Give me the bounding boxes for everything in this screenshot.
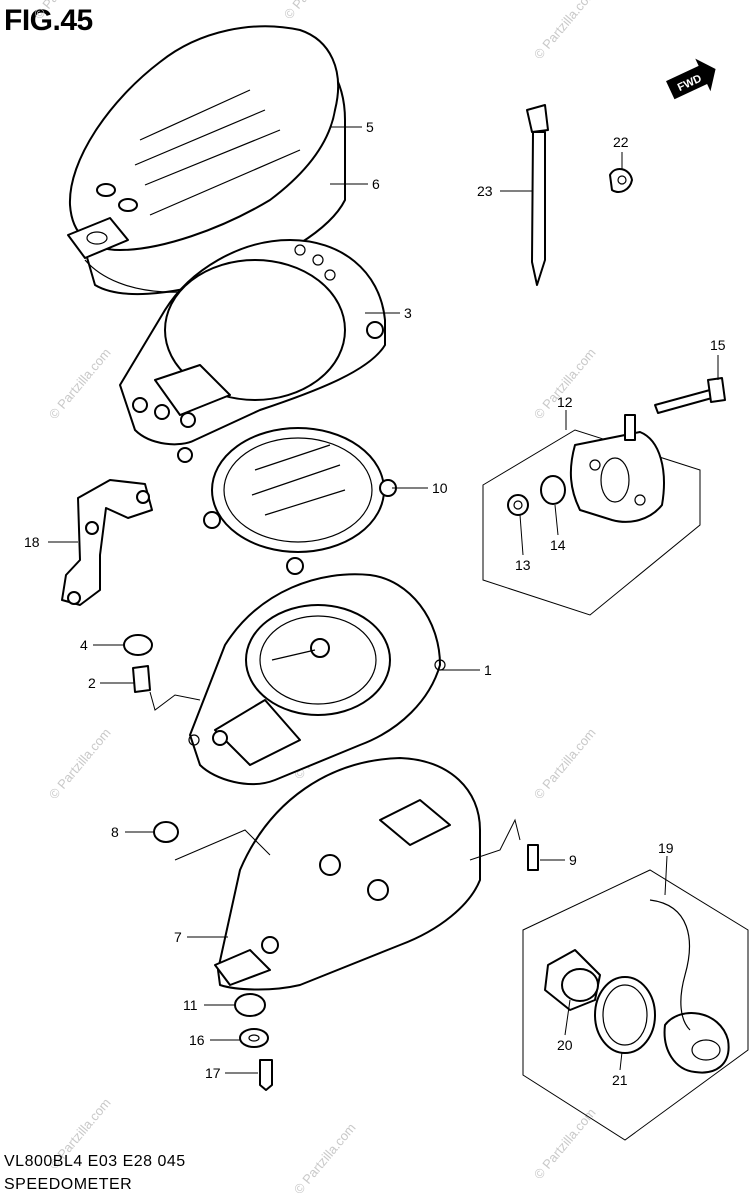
callout-4: 4 [80,637,88,653]
callout-11: 11 [183,997,198,1013]
callout-23: 23 [477,183,493,199]
bracket-part [61,479,153,606]
callout-18: 18 [24,534,40,550]
callout-6: 6 [372,176,380,192]
cable-tie-23-part [526,104,549,286]
callout-1: 1 [484,662,492,678]
fwd-arrow-icon: FWD [666,58,716,100]
callout-17: 17 [205,1065,221,1081]
callout-5: 5 [366,119,374,135]
watermark-text: © Partzilla.com [531,345,599,422]
callout-15: 15 [710,337,726,353]
sensor-kit-group [482,414,701,616]
watermark-text: © Partzilla.com [531,725,599,802]
diagram-code: VL800BL4 E03 E28 045 [4,1153,186,1170]
callout-2: 2 [88,675,96,691]
washer-16-part [239,1028,269,1048]
callout-19: 19 [658,840,674,856]
grommet-4-part [123,634,153,656]
socket-kit-group [522,869,749,1141]
callout-10: 10 [432,480,448,496]
lower-case-part [174,757,521,991]
speedometer-gauge-part [188,573,446,786]
callout-21: 21 [612,1072,628,1088]
screw-17-part [259,1059,273,1091]
diagram-caption: SPEEDOMETER [4,1176,133,1193]
bezel-part [119,239,386,463]
leader-lines [48,126,719,1074]
watermark-text: © Partzilla.com [281,0,349,22]
callout-3: 3 [404,305,412,321]
screw-15-part [654,377,726,414]
callout-20: 20 [557,1037,573,1053]
watermark-text: © Partzilla.com [46,725,114,802]
callout-13: 13 [515,557,531,573]
lens-ring-part [203,427,397,575]
figure-title: FIG.45 [4,4,93,37]
clamp-22-part [609,168,633,193]
cap-8-part [153,821,179,843]
callout-22: 22 [613,134,629,150]
callout-9: 9 [569,852,577,868]
watermark-text: © Partzilla.com [46,345,114,422]
watermark-text: © Partzilla.com [291,1120,359,1197]
callout-labels: 1 2 3 4 5 6 7 8 9 10 11 12 13 14 15 16 1… [24,119,726,1088]
callout-14: 14 [550,537,566,553]
callout-16: 16 [189,1032,205,1048]
meter-cover-part [67,25,346,296]
callout-7: 7 [174,929,182,945]
cushion-11-part [234,993,266,1017]
screw-9-part [527,844,539,871]
callout-12: 12 [557,394,573,410]
callout-8: 8 [111,824,119,840]
watermark-text: © Partzilla.com [531,0,599,62]
collar-2-part [132,665,201,711]
watermark-text: © Partzilla.com [31,0,99,22]
